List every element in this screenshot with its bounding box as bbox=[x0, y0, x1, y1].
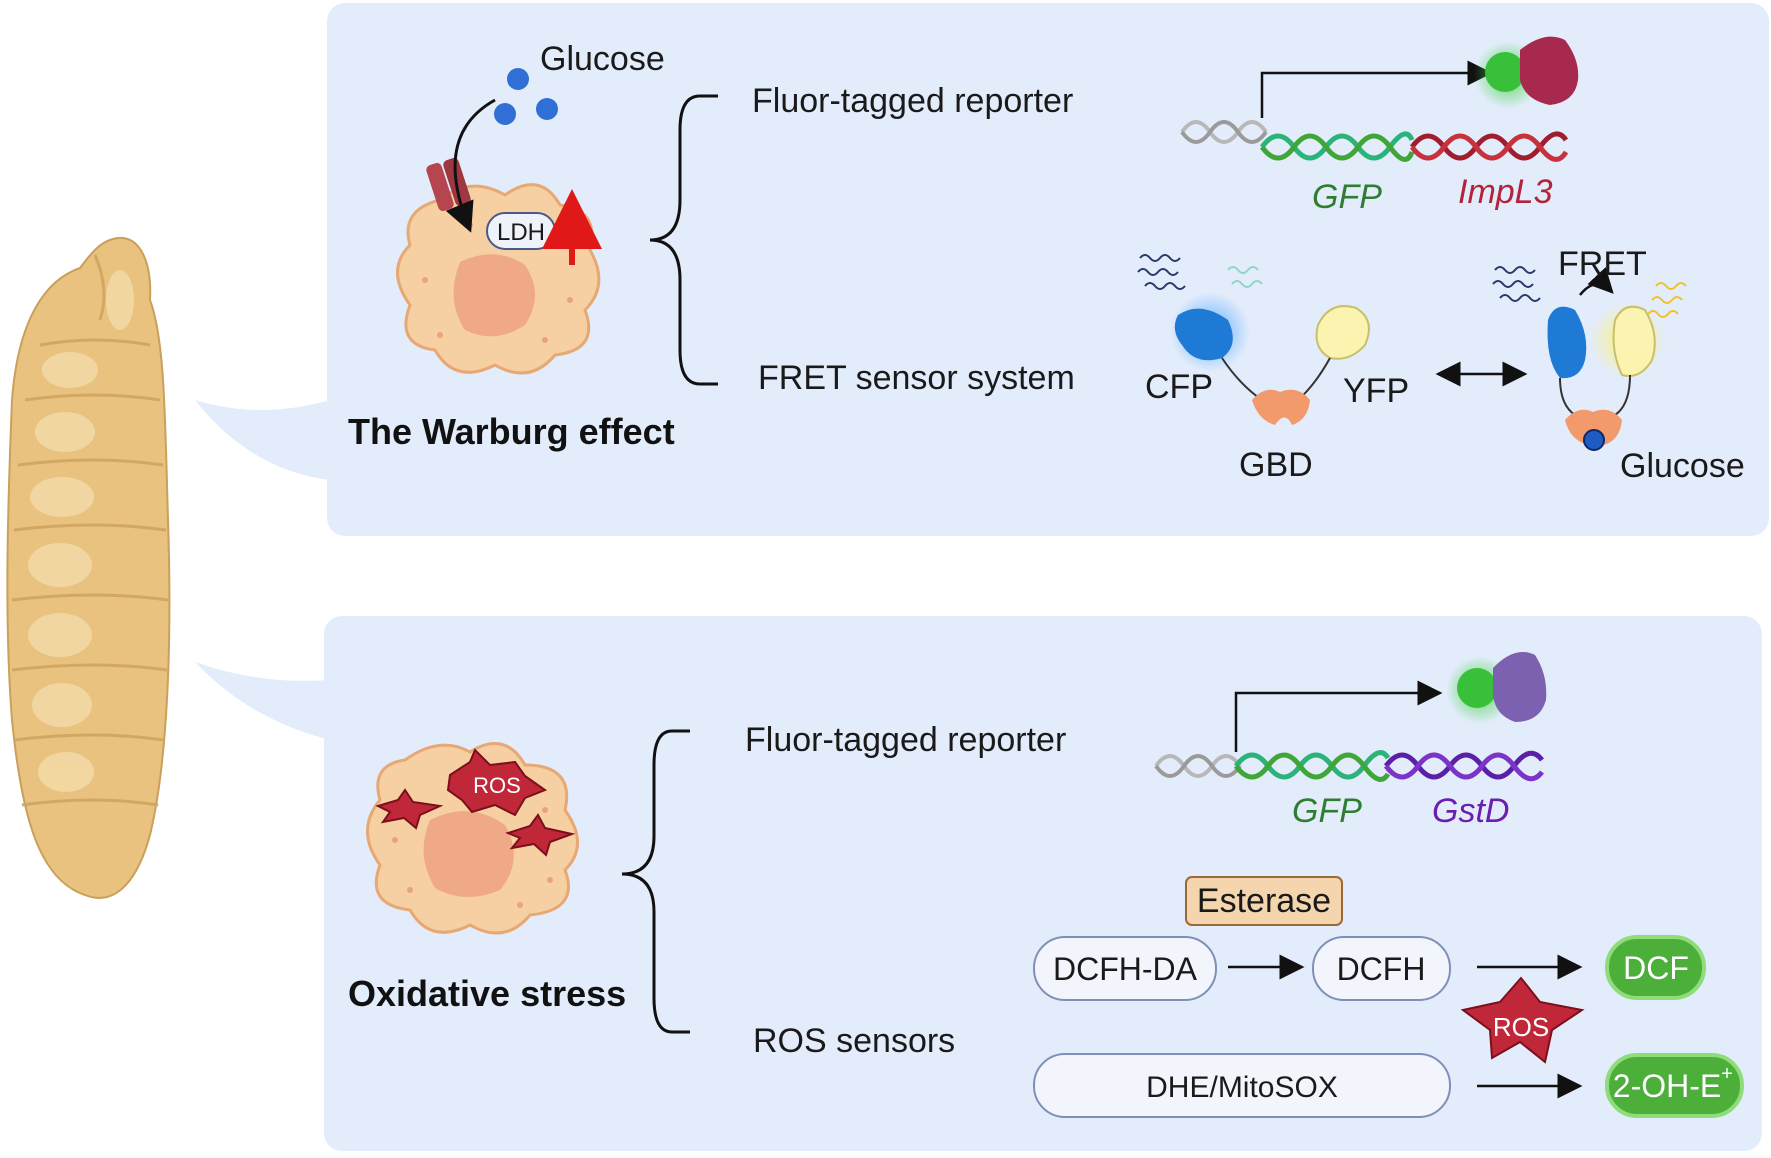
warburg-bracket bbox=[649, 94, 718, 386]
2-oh-e-label: 2-OH-E bbox=[1613, 1068, 1721, 1104]
2-oh-e-charge: + bbox=[1721, 1063, 1733, 1085]
ros-oxidant-label: ROS bbox=[1493, 1012, 1549, 1042]
fret-label: FRET bbox=[1558, 245, 1647, 283]
oxidative-bracket bbox=[621, 729, 690, 1034]
dcfh-da-pill bbox=[1033, 936, 1217, 1001]
oxidative-reporter-label: Fluor-tagged reporter bbox=[745, 721, 1066, 759]
dhe-mitosox-label: DHE/MitoSOX bbox=[1146, 1071, 1338, 1104]
transcription-arrow-2 bbox=[1234, 680, 1443, 752]
ros-sensors-label: ROS sensors bbox=[753, 1022, 955, 1060]
cfp-label: CFP bbox=[1145, 368, 1213, 406]
dcfh-pill bbox=[1312, 936, 1451, 1001]
ros-star-oxidant bbox=[1460, 976, 1585, 1064]
glucose-label: Glucose bbox=[540, 40, 665, 78]
esterase-label: Esterase bbox=[1197, 882, 1331, 920]
ldh-label: LDH bbox=[497, 219, 545, 246]
gfp-label-1: GFP bbox=[1312, 178, 1382, 216]
fret-sensor-label: FRET sensor system bbox=[758, 359, 1075, 397]
oxidative-panel bbox=[195, 616, 1762, 1151]
dcfh-label: DCFH bbox=[1337, 951, 1426, 987]
oxidative-title: Oxidative stress bbox=[348, 973, 626, 1014]
dcf-pill bbox=[1605, 935, 1706, 1000]
dhe-mitosox-pill bbox=[1033, 1053, 1451, 1118]
gbd-label: GBD bbox=[1239, 446, 1313, 484]
fusion-protein-gfp-gstd bbox=[1446, 651, 1547, 724]
ros-star-cell-small bbox=[375, 788, 576, 857]
gstd-label: GstD bbox=[1432, 792, 1509, 830]
dcfh-da-label: DCFH-DA bbox=[1053, 951, 1198, 987]
ros-star-cell-large bbox=[446, 748, 548, 817]
warburg-reporter-label: Fluor-tagged reporter bbox=[752, 82, 1073, 120]
fret-glucose-label: Glucose bbox=[1620, 447, 1745, 485]
fret-sensor-closed bbox=[1492, 266, 1687, 451]
warburg-title: The Warburg effect bbox=[348, 411, 675, 452]
larva-illustration bbox=[6, 236, 171, 899]
transcription-arrow-1 bbox=[1260, 60, 1493, 118]
glucose-uptake-arrow bbox=[445, 98, 496, 233]
esterase-box bbox=[1185, 876, 1343, 926]
gfp-label-2: GFP bbox=[1292, 792, 1362, 830]
warburg-cell bbox=[396, 183, 601, 375]
yfp-label: YFP bbox=[1343, 372, 1409, 410]
dna-reporter-gfp-impl3 bbox=[1180, 120, 1569, 162]
glucose-molecules bbox=[494, 68, 558, 125]
ros-cell-label: ROS bbox=[473, 773, 521, 798]
fusion-protein-gfp-impl3 bbox=[1474, 36, 1579, 109]
dna-reporter-gfp-gstd bbox=[1154, 750, 1544, 782]
2-oh-e-pill bbox=[1605, 1053, 1744, 1118]
fret-sensor-open bbox=[1137, 254, 1370, 425]
dcf-label: DCF bbox=[1623, 950, 1689, 986]
impl3-label: ImpL3 bbox=[1458, 173, 1553, 211]
